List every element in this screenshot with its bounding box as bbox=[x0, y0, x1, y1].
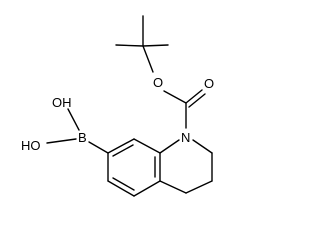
bond-aromatic-to-boron bbox=[88, 141, 109, 154]
atom-label-hydroxyl-top: OH bbox=[52, 95, 72, 110]
atom-label-hydroxyl-bottom: HO bbox=[21, 138, 41, 153]
bond-aromatic-bottom-left bbox=[107, 180, 135, 197]
bond-oxygen-to-carbonyl-carbon bbox=[163, 90, 187, 104]
bond-tbutyl-methyl-left bbox=[115, 44, 144, 47]
atom-label-boron: B bbox=[78, 130, 87, 145]
bond-carbonyl-double-a bbox=[185, 89, 203, 104]
bond-boron-to-oh-bottom bbox=[46, 138, 77, 144]
bond-nitrogen-to-ch2 bbox=[192, 139, 213, 154]
bond-carbonyl-double-b bbox=[188, 93, 206, 108]
bond-aromatic-top-left-inner bbox=[112, 144, 134, 157]
atom-label-oxygen-ester: O bbox=[153, 75, 163, 90]
boronic-acid-group bbox=[46, 108, 109, 154]
bond-tbutyl-to-oxygen bbox=[142, 45, 154, 73]
benzene-ring bbox=[107, 138, 161, 197]
bond-ring-ch2-to-aromatic bbox=[159, 180, 187, 194]
bond-nitrogen-to-aromatic bbox=[159, 139, 180, 154]
bond-aromatic-top-left bbox=[107, 138, 135, 154]
bond-boron-to-oh-top bbox=[67, 108, 80, 131]
bond-aromatic-bottom-right bbox=[133, 180, 161, 197]
bond-ring-ch2-ch2-lower bbox=[185, 180, 213, 194]
bond-aromatic-bottom-left-inner bbox=[112, 177, 135, 191]
bond-aromatic-top bbox=[133, 138, 161, 154]
carbamate-group bbox=[163, 89, 206, 129]
tert-butyl-group bbox=[115, 15, 169, 73]
atom-label-oxygen-carbonyl: O bbox=[204, 76, 214, 91]
chemical-structure-diagram: O O N B OH HO bbox=[21, 15, 214, 197]
atom-label-nitrogen: N bbox=[181, 130, 190, 145]
bond-tbutyl-methyl-right bbox=[142, 44, 169, 47]
tetrahydropyridine-ring bbox=[159, 139, 213, 194]
